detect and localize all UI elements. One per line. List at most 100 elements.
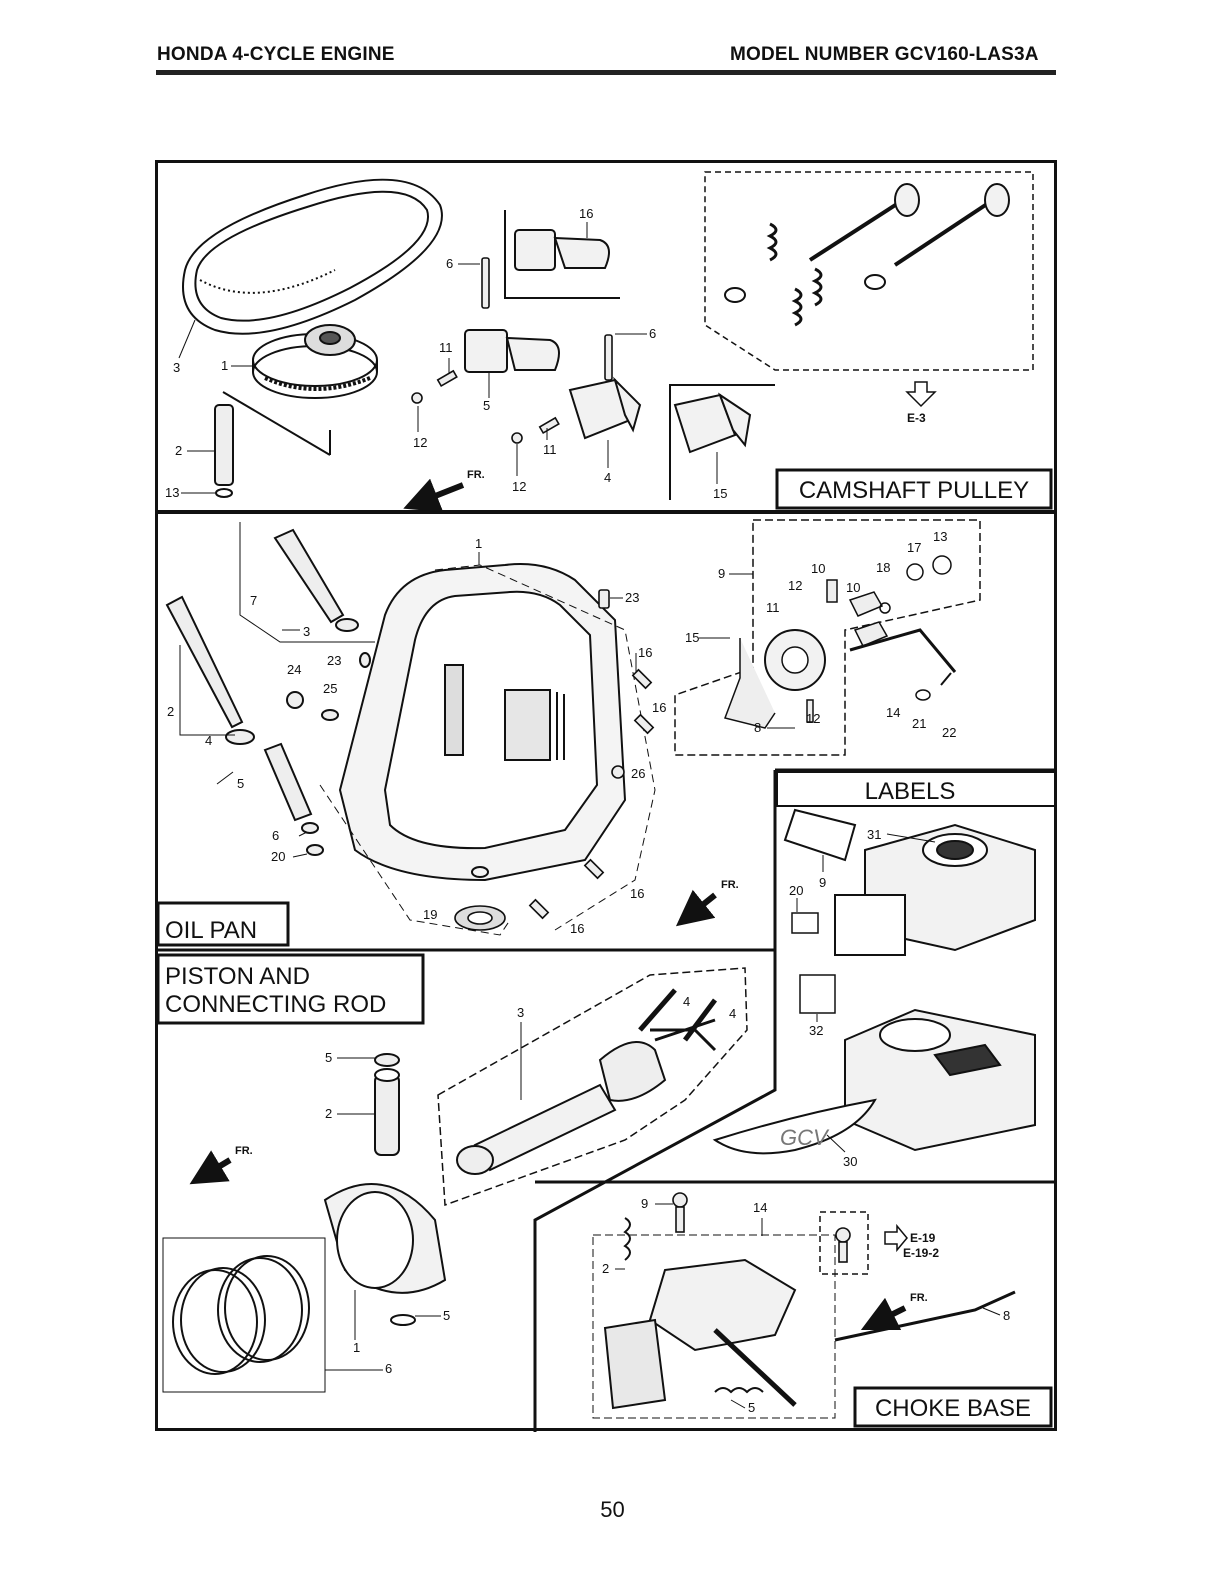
part-number: 6 [385, 1361, 392, 1376]
part-number: 3 [173, 360, 180, 375]
part-number: 9 [641, 1196, 648, 1211]
oil-pan-part-numbers: 1 23 16 16 26 16 16 19 7 3 23 24 25 2 4 … [167, 529, 956, 936]
reference-label: E-3 [907, 411, 926, 425]
piston-title-box: PISTON AND CONNECTING ROD [156, 953, 425, 1025]
part-number: 6 [446, 256, 453, 271]
part-number: 12 [788, 578, 802, 593]
part-number: 16 [652, 700, 666, 715]
connecting-rod-group [437, 967, 748, 1207]
front-arrow: FR. [675, 879, 739, 927]
part-number: 16 [638, 645, 652, 660]
svg-text:GCV: GCV [780, 1125, 830, 1150]
part-number: 8 [754, 720, 761, 735]
part-number: 9 [718, 566, 725, 581]
part-number: 21 [912, 716, 926, 731]
choke-bolts [672, 1192, 851, 1263]
part-number: 4 [683, 994, 690, 1009]
labels-part-numbers: 31 9 20 32 30 [789, 827, 881, 1169]
header-title: HONDA 4-CYCLE ENGINE [157, 44, 395, 65]
front-marker-label: FR. [910, 1292, 928, 1304]
part-number: 1 [353, 1340, 360, 1355]
oil-pan [338, 563, 627, 882]
part-number: 9 [819, 875, 826, 890]
part-number: 19 [423, 907, 437, 922]
reference-label: E-19 [910, 1231, 936, 1245]
part-number: 2 [167, 704, 174, 719]
labels-title-box: LABELS [776, 771, 1056, 807]
choke-base-section: FR. 9 14 2 5 8 E-19 E-19-2 CHOKE BASE [592, 1192, 1053, 1428]
section-title: LABELS [865, 778, 956, 805]
part-number: 2 [325, 1106, 332, 1121]
part-number: 3 [303, 624, 310, 639]
part-number: 8 [1003, 1308, 1010, 1323]
part-number: 30 [843, 1154, 857, 1169]
part-number: 14 [753, 1200, 767, 1215]
section-title-line1: PISTON AND [165, 963, 310, 990]
part-number: 5 [443, 1308, 450, 1323]
front-marker-label: FR. [721, 879, 739, 891]
part-number: 15 [713, 486, 727, 501]
header-rule [156, 70, 1056, 75]
pins-and-adjusters [411, 257, 613, 444]
part-number: 15 [685, 630, 699, 645]
piston-section: PISTON AND CONNECTING ROD [156, 953, 748, 1393]
piston-pin [374, 1053, 400, 1156]
front-marker-label: FR. [467, 469, 485, 481]
dipstick [165, 595, 324, 856]
part-number: 2 [175, 443, 182, 458]
camshaft-pulley-section: FR. 16 6 6 11 5 12 11 12 4 15 3 1 2 13 E… [165, 171, 1053, 513]
drain-bolt [273, 528, 371, 721]
choke-base-assembly [592, 1211, 1016, 1419]
front-arrow: FR. [860, 1292, 928, 1331]
part-number: 16 [570, 921, 584, 936]
camshaft-part-numbers: 16 6 6 11 5 12 11 12 4 15 3 1 2 13 E-3 [165, 206, 926, 501]
choke-leaders [615, 1203, 1001, 1409]
part-number: 1 [475, 536, 482, 551]
section-title: CAMSHAFT PULLEY [799, 477, 1029, 504]
timing-belt [182, 178, 443, 335]
rocker-arm-upper [504, 210, 620, 299]
section-title: CHOKE BASE [875, 1395, 1031, 1422]
part-number: 7 [250, 593, 257, 608]
valve-assembly [704, 171, 1034, 408]
camshaft-leaders [178, 222, 718, 494]
part-number: 12 [413, 435, 427, 450]
engine-upper [783, 808, 1036, 956]
labels-leaders [796, 833, 936, 1153]
part-number: 13 [933, 529, 947, 544]
piston-leaders [324, 1022, 522, 1392]
oil-pan-section: FR. 1 23 16 16 26 16 16 19 7 3 23 24 25 … [156, 519, 981, 947]
part-number: 10 [846, 580, 860, 595]
part-number: 2 [602, 1261, 609, 1276]
part-number: 5 [237, 776, 244, 791]
part-number: 20 [271, 849, 285, 864]
parts-diagram: FR. 16 6 6 11 5 12 11 12 4 15 3 1 2 13 E… [155, 160, 1057, 1432]
part-number: 17 [907, 540, 921, 555]
part-number: 12 [806, 711, 820, 726]
part-number: 4 [205, 733, 212, 748]
section-title-line2: CONNECTING ROD [165, 991, 386, 1018]
governor-group [674, 519, 981, 756]
pulley-shaft [214, 391, 331, 498]
oil-pan-dash-frame [319, 564, 656, 936]
oil-pan-bolts [454, 589, 655, 931]
choke-part-numbers: 9 14 2 5 8 E-19 E-19-2 [602, 1196, 1010, 1415]
oil-pan-title-box: OIL PAN [156, 901, 290, 947]
labels-section: LABELS GCV 31 9 20 32 30 [712, 771, 1056, 1169]
part-number: 1 [221, 358, 228, 373]
part-number: 6 [649, 326, 656, 341]
part-number: 13 [165, 485, 179, 500]
camshaft-pulley [252, 324, 378, 399]
reference-label: E-19-2 [903, 1246, 939, 1260]
part-number: 20 [789, 883, 803, 898]
part-number: 11 [439, 340, 453, 355]
part-number: 16 [579, 206, 593, 221]
part-number: 16 [630, 886, 644, 901]
part-number: 23 [625, 590, 639, 605]
engine-lower: GCV [712, 1008, 1036, 1155]
rocker-arm-middle [464, 329, 560, 373]
rocker-arm-spare [669, 384, 775, 500]
part-number: 11 [543, 442, 557, 457]
rocker-arm-lower [568, 376, 642, 440]
part-number: 26 [631, 766, 645, 781]
